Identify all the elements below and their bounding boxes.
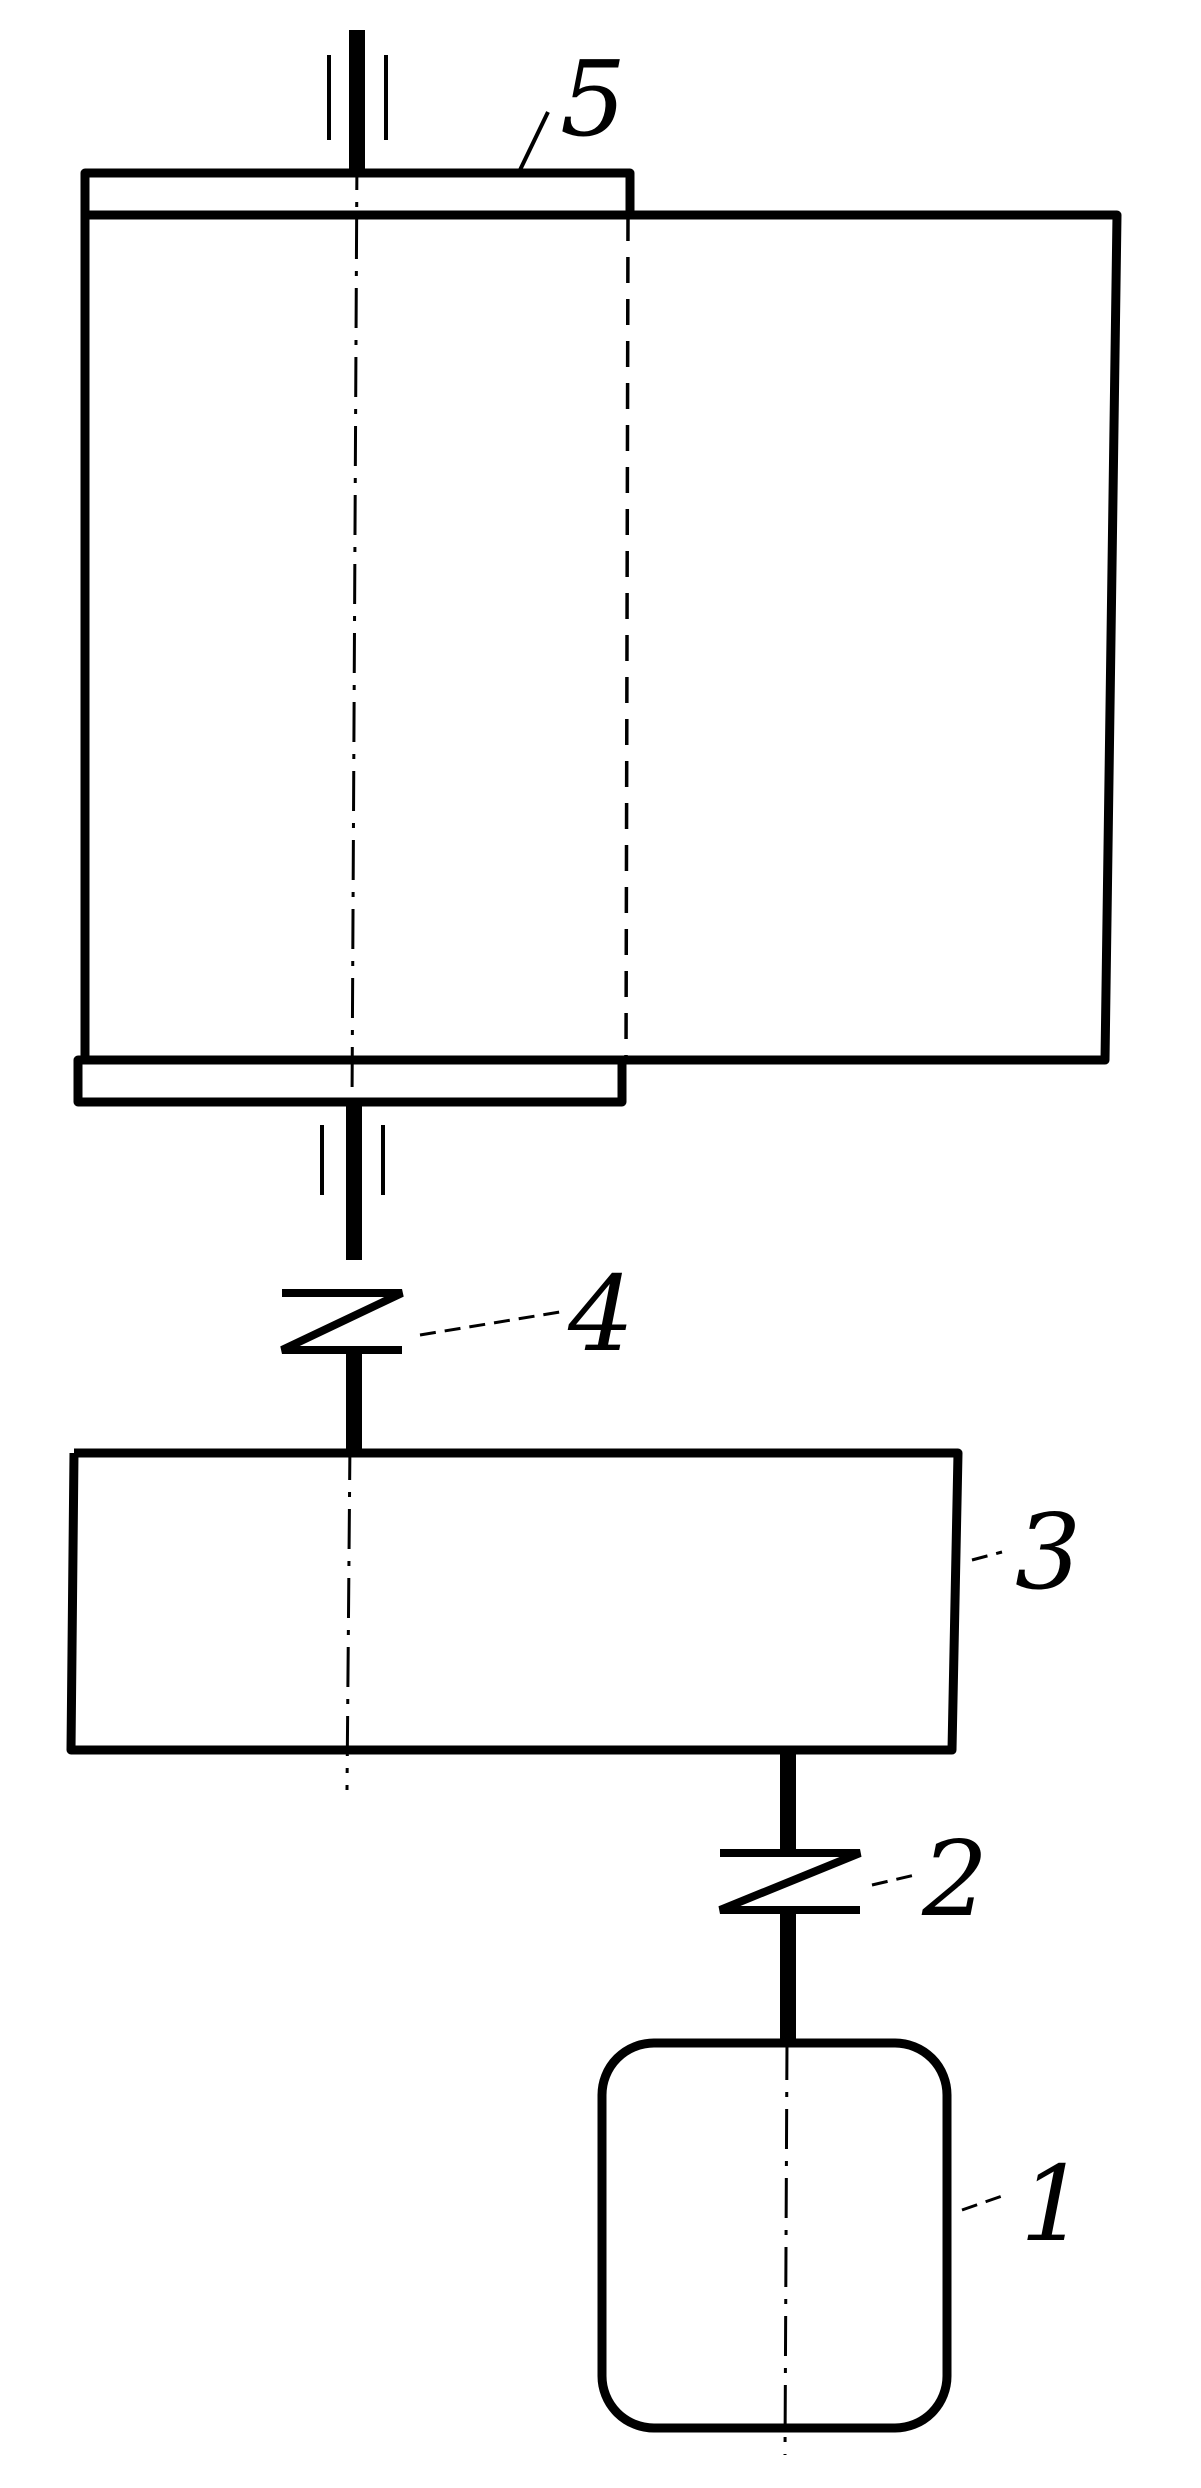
coupling-high-speed: 4	[280, 1253, 634, 1453]
drum-body	[80, 210, 1122, 1065]
coupling-low-leader	[871, 1873, 916, 1887]
drum-label: 5	[560, 38, 626, 160]
drum-hidden-edge	[624, 214, 630, 1061]
gearbox-label: 3	[1015, 1491, 1081, 1613]
coupling-low-symbol	[718, 1849, 862, 1914]
drum-centerline	[350, 149, 359, 1106]
gearbox-leader	[971, 1550, 1003, 1562]
coupling-high-symbol	[280, 1289, 404, 1354]
coupling-low-label: 2	[921, 1818, 988, 1940]
drum-leader-line	[518, 111, 550, 171]
coupling-low-speed: 2	[718, 1752, 988, 2045]
motor-leader	[961, 2193, 1006, 2212]
gearbox-centerline	[345, 1439, 352, 1791]
drum-assembly: 5	[73, 30, 1122, 1260]
motor-label: 1	[1020, 2143, 1086, 2265]
coupling-high-label: 4	[567, 1253, 634, 1375]
gearbox-body	[66, 1448, 963, 1755]
motor: 1	[597, 2038, 1086, 2433]
motor-centerline	[783, 2039, 789, 2456]
drum-bottom-flange	[73, 1055, 627, 1107]
centerlines	[345, 149, 789, 2456]
gearbox: 3	[66, 1448, 1081, 1755]
motor-body	[597, 2038, 952, 2433]
coupling-high-leader	[419, 1310, 561, 1337]
